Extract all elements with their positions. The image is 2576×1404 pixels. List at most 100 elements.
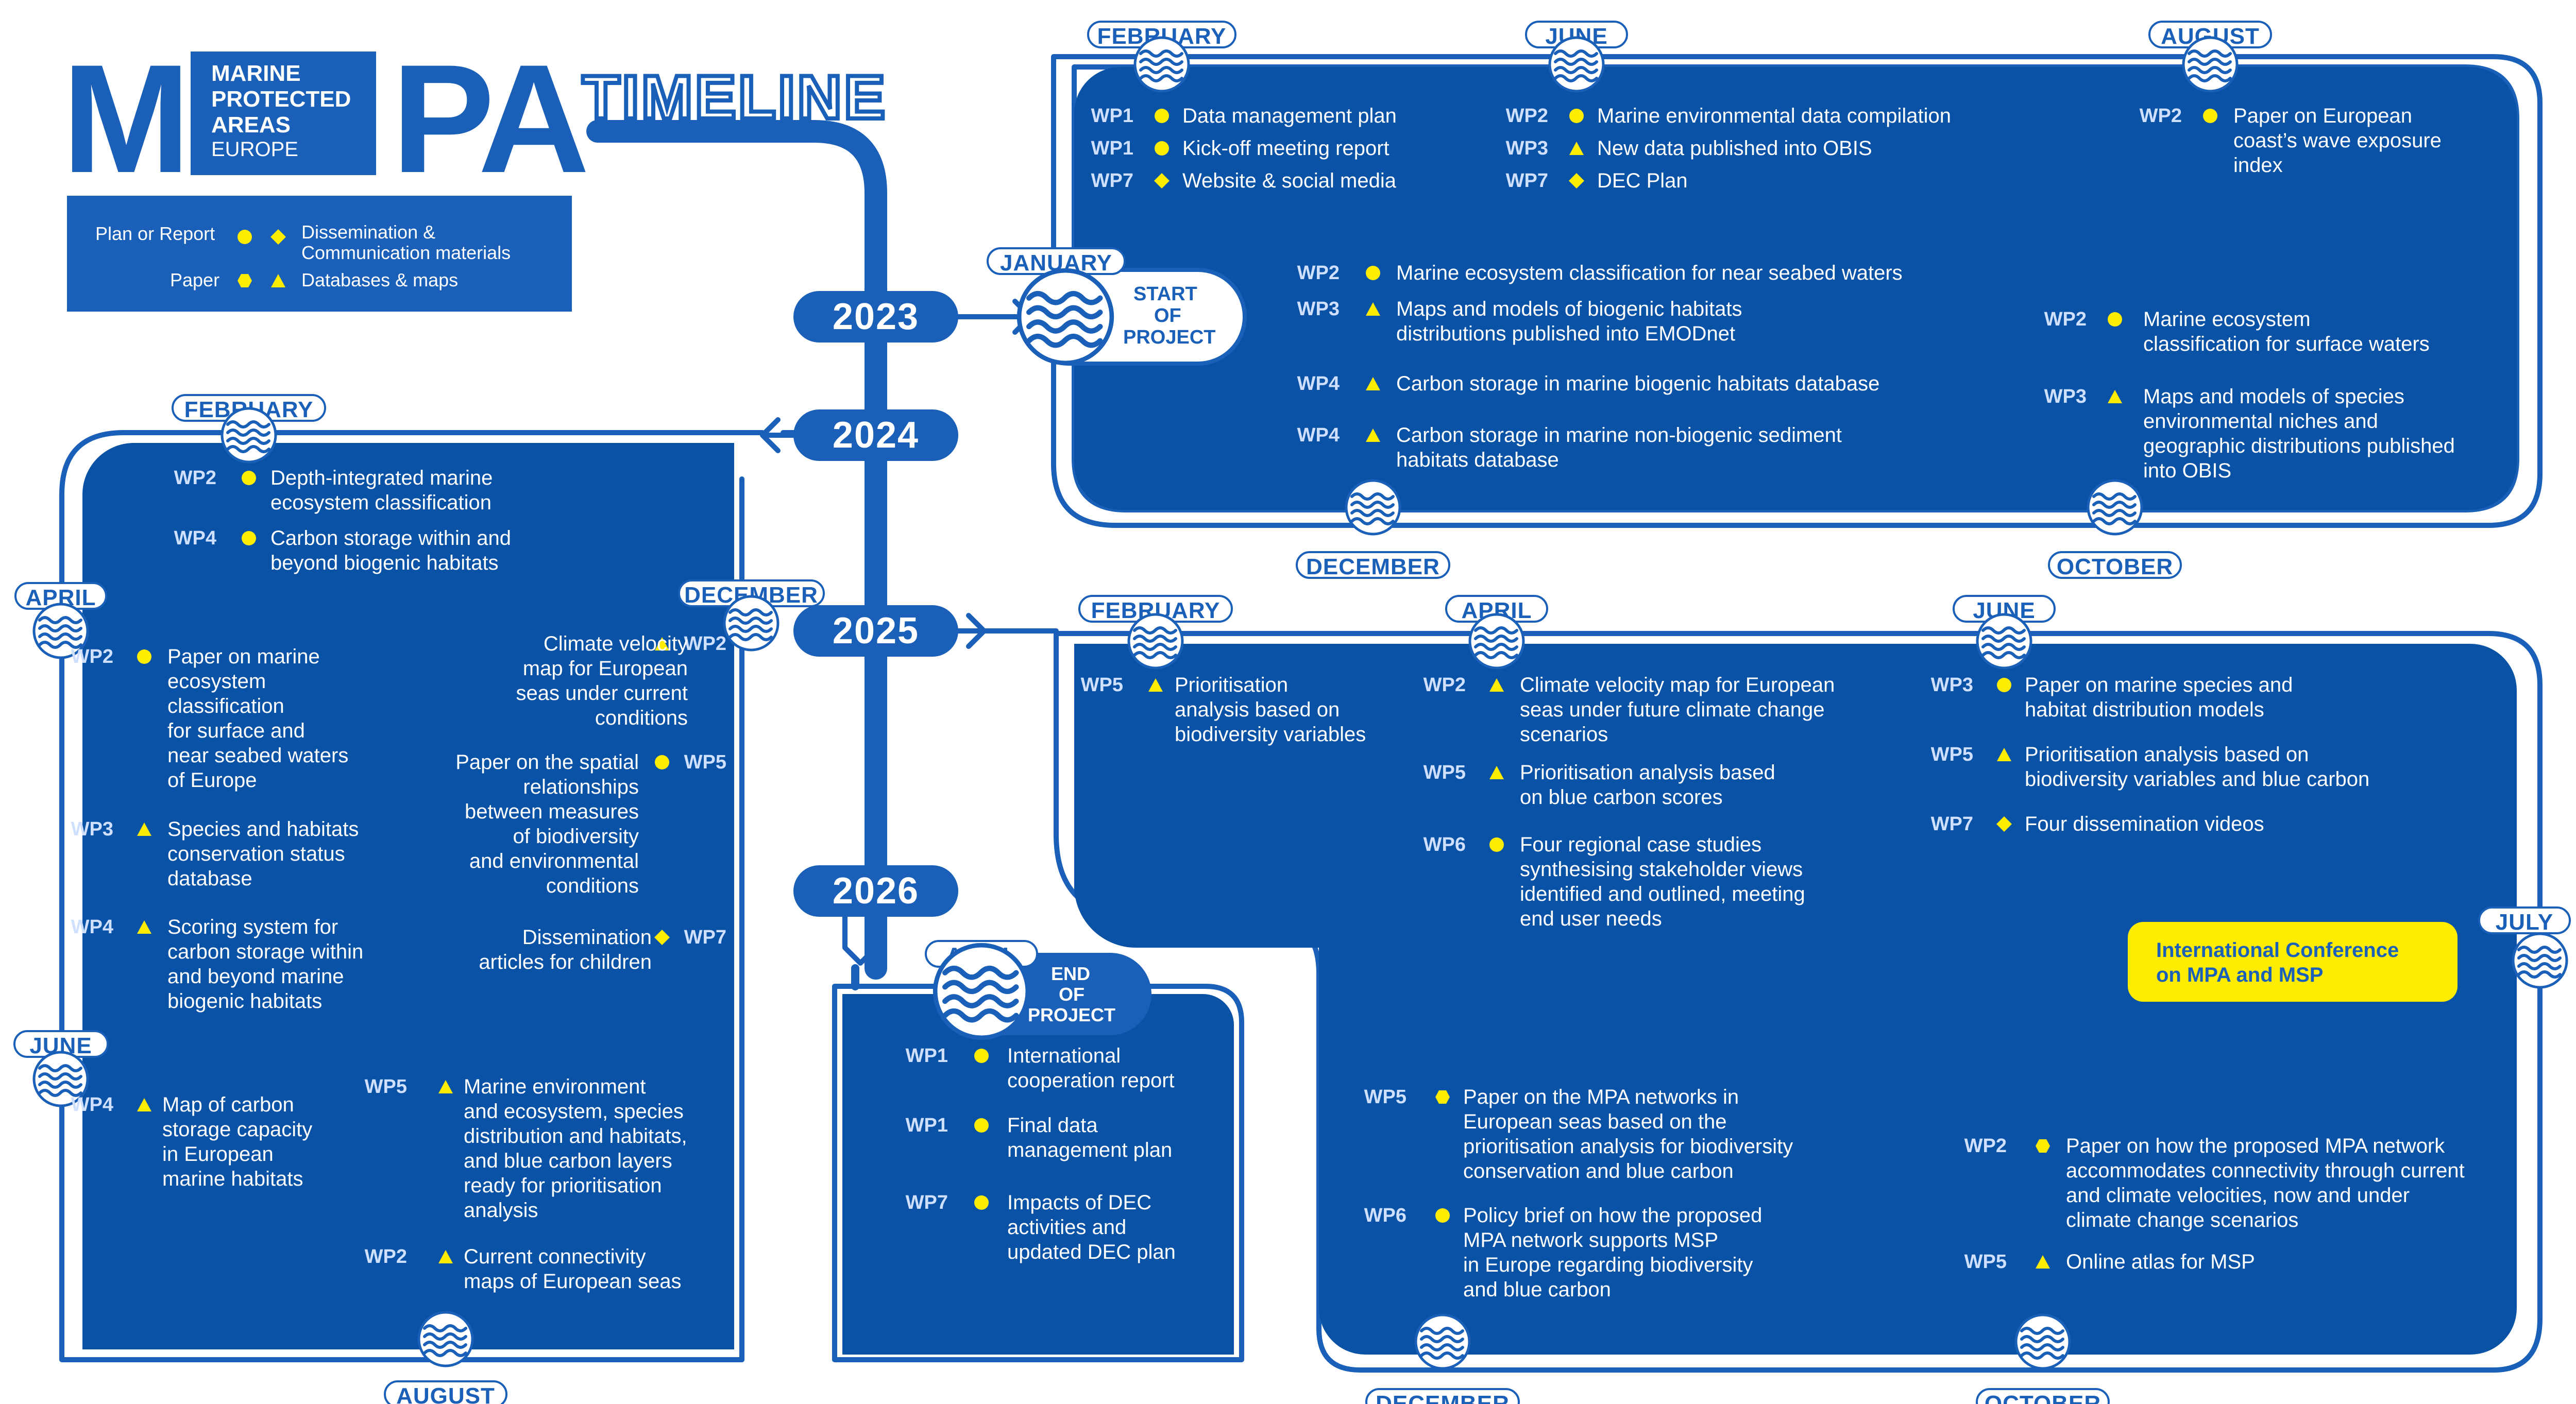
legend-triangle-marker — [271, 274, 285, 287]
wp-label: WP2 — [684, 633, 726, 655]
deliverable-text: map for European — [522, 657, 688, 680]
wave-icon — [1345, 479, 1401, 536]
deliverable-marker — [1569, 173, 1584, 189]
deliverable-text: distributions published into EMODnet — [1396, 322, 1736, 345]
month-label: DECEMBER — [1365, 1388, 1520, 1404]
deliverable-text: index — [2233, 154, 2283, 177]
logo-line1: MARINE — [211, 61, 301, 86]
deliverable-text: on blue carbon scores — [1520, 786, 1723, 809]
wp-label: WP3 — [1297, 298, 1340, 320]
deliverable-text: and ecosystem, species — [464, 1100, 684, 1123]
panel-2023-outline — [1072, 64, 2519, 512]
wp-label: WP5 — [1080, 674, 1123, 696]
deliverable-text: of biodiversity — [513, 825, 639, 848]
deliverable-marker — [137, 1098, 151, 1111]
deliverable-marker — [1155, 109, 1169, 123]
deliverable-marker — [2108, 390, 2122, 403]
deliverable-marker — [2108, 312, 2122, 327]
deliverable-marker — [2203, 109, 2217, 123]
deliverable-text: Final data — [1007, 1114, 1098, 1137]
wave-icon — [2512, 932, 2568, 989]
deliverable-text: and blue carbon — [1463, 1278, 1611, 1301]
deliverable-text: Species and habitats — [167, 818, 359, 841]
end-line1: END — [1051, 963, 1091, 984]
wp-label: WP4 — [174, 527, 216, 549]
deliverable-text: distribution and habitats, — [464, 1125, 687, 1148]
deliverable-text: maps of European seas — [464, 1270, 682, 1293]
wave-icon — [1468, 613, 1525, 670]
deliverable-marker — [2036, 1139, 2050, 1153]
arrow-2024 — [760, 417, 801, 453]
deliverable-text: Data management plan — [1182, 105, 1397, 127]
logo-timeline: TIMELINE — [580, 61, 887, 134]
deliverable-text: Marine environment — [464, 1075, 646, 1098]
end-line3: PROJECT — [1028, 1004, 1116, 1025]
deliverable-text: in Europe regarding biodiversity — [1463, 1254, 1753, 1276]
legend-dissemination-2: Communication materials — [301, 242, 511, 263]
deliverable-text: Carbon storage within and — [270, 527, 511, 550]
deliverable-text: prioritisation analysis for biodiversity — [1463, 1135, 1793, 1158]
wp-label: WP6 — [1364, 1205, 1406, 1226]
conference-line1: International Conference — [2156, 939, 2399, 962]
deliverable-text: Four regional case studies — [1520, 833, 1762, 856]
logo-box — [191, 52, 376, 175]
wp-label: WP2 — [174, 467, 216, 489]
wave-icon — [2087, 479, 2143, 536]
deliverable-marker — [1435, 1090, 1450, 1104]
panel-2023 — [1074, 67, 2517, 510]
deliverable-marker — [1489, 766, 1504, 779]
wp-label: WP7 — [1505, 170, 1548, 192]
wave-icon — [1127, 613, 1184, 670]
deliverable-text: beyond biogenic habitats — [270, 552, 499, 574]
deliverable-marker — [438, 1250, 453, 1263]
deliverable-text: Website & social media — [1182, 169, 1396, 192]
deliverable-text: New data published into OBIS — [1597, 137, 1872, 160]
deliverable-text: Four dissemination videos — [2025, 813, 2264, 835]
month-label: OCTOBER — [1976, 1388, 2110, 1404]
wp-label: WP3 — [1505, 138, 1548, 159]
deliverable-text: European seas based on the — [1463, 1110, 1727, 1133]
wp-label: WP2 — [2044, 309, 2087, 330]
deliverable-marker — [242, 531, 256, 545]
deliverable-text: activities and — [1007, 1216, 1127, 1239]
wave-icon — [2014, 1313, 2071, 1370]
wp-label: WP3 — [2044, 386, 2087, 407]
wp-label: WP5 — [1423, 762, 1466, 783]
deliverable-marker — [1366, 302, 1380, 316]
deliverable-marker — [1489, 678, 1504, 692]
deliverable-text: Paper on European — [2233, 105, 2412, 127]
deliverable-text: updated DEC plan — [1007, 1241, 1176, 1263]
month-label: AUGUST — [384, 1380, 507, 1404]
deliverable-text: International — [1007, 1045, 1121, 1067]
deliverable-marker — [1997, 678, 2011, 692]
deliverable-text: in European — [162, 1143, 274, 1166]
wave-icon — [221, 407, 277, 464]
deliverable-marker — [1366, 429, 1380, 442]
deliverable-marker — [1997, 748, 2011, 761]
deliverable-text: DEC Plan — [1597, 169, 1688, 192]
legend-dissemination-1: Dissemination & — [301, 221, 436, 243]
wave-icon — [1133, 36, 1190, 93]
wp-label: WP1 — [1091, 105, 1133, 127]
wp-label: WP5 — [1964, 1251, 2007, 1273]
deliverable-text: climate change scenarios — [2066, 1209, 2299, 1231]
deliverable-marker — [1996, 816, 2012, 832]
deliverable-text: Maps and models of species — [2143, 385, 2404, 408]
year-2026: 2026 — [793, 865, 958, 917]
panel-2026 — [842, 994, 1234, 1355]
wp-label: WP4 — [71, 1094, 113, 1116]
deliverable-text: and climate velocities, now and under — [2066, 1184, 2410, 1207]
deliverable-text: storage capacity — [162, 1118, 313, 1141]
deliverable-text: articles for children — [479, 951, 652, 973]
deliverable-text: Carbon storage in marine biogenic habita… — [1396, 372, 1880, 395]
start-line3: PROJECT — [1123, 327, 1216, 348]
deliverable-text: Depth-integrated marine — [270, 467, 493, 489]
deliverable-marker — [1435, 1208, 1450, 1223]
logo-line3: AREAS — [211, 112, 291, 138]
wave-icon — [32, 603, 89, 659]
deliverable-text: Prioritisation analysis based on — [2025, 743, 2309, 766]
wp-label: WP1 — [905, 1115, 948, 1136]
deliverable-text: Prioritisation analysis based — [1520, 761, 1775, 784]
conference-box — [2128, 922, 2458, 1002]
deliverable-marker — [1366, 377, 1380, 390]
